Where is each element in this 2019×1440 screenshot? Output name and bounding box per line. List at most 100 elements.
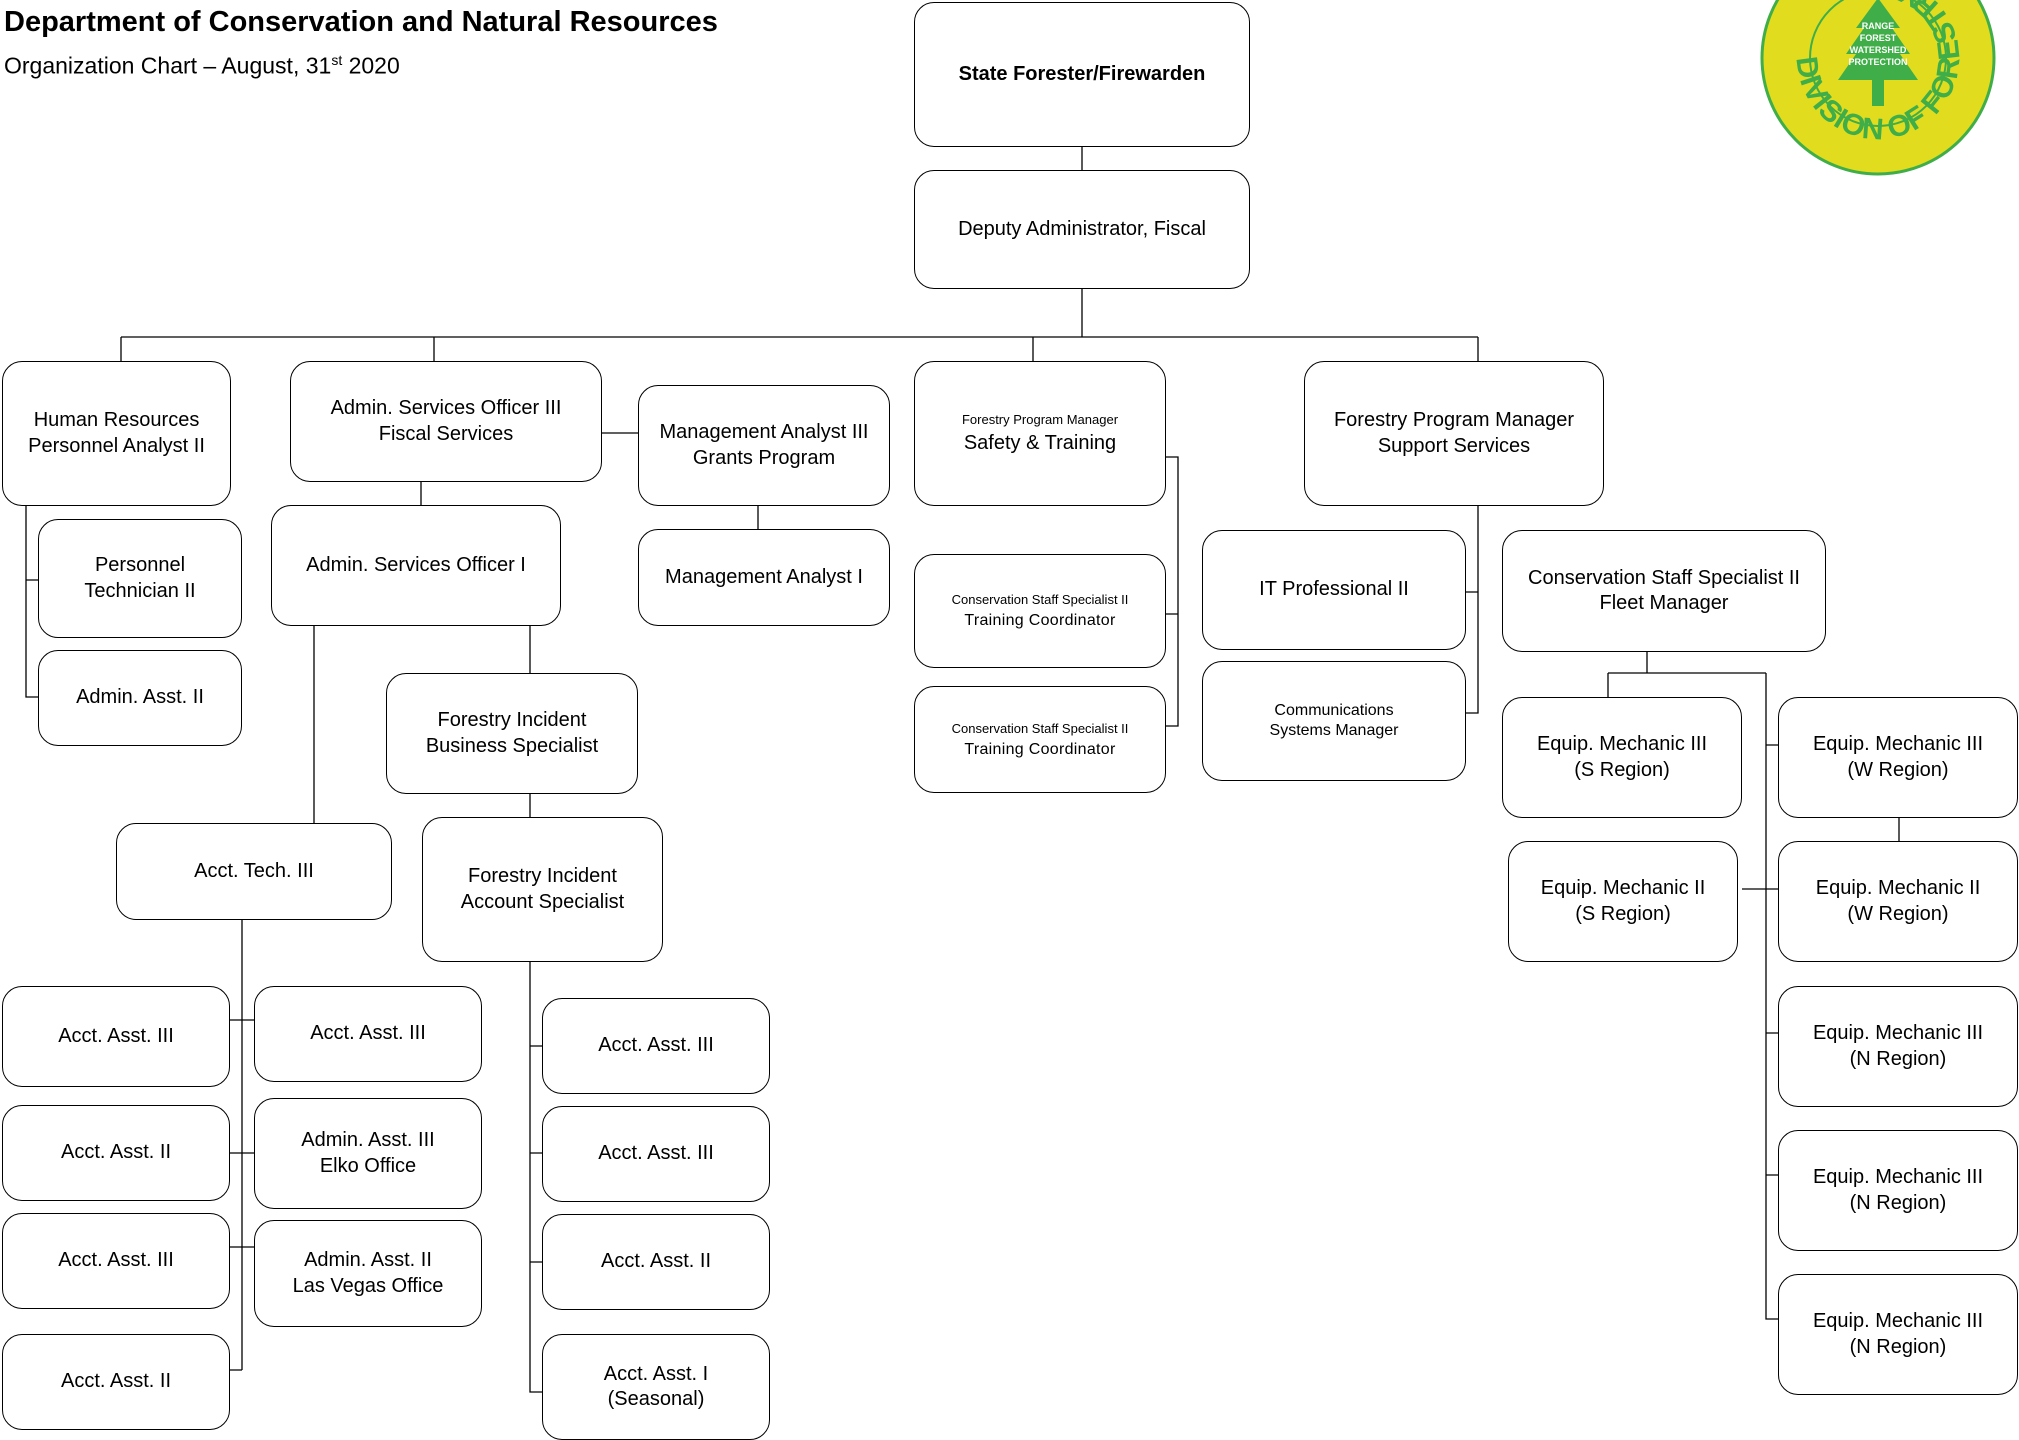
position-line1: Conservation Staff Specialist II bbox=[1528, 566, 1800, 589]
position-title: Acct. Asst. III bbox=[58, 1249, 174, 1272]
mech-n-2-box: Equip. Mechanic III (N Region) bbox=[1778, 1130, 2018, 1251]
connector-support-stack bbox=[1466, 506, 1479, 714]
acct-asst-left-1: Acct. Asst. III bbox=[2, 986, 230, 1087]
position-line2: Safety & Training bbox=[963, 432, 1117, 455]
position-line2: Account Specialist bbox=[460, 890, 625, 913]
position-line2: Business Specialist bbox=[425, 734, 599, 757]
position-line2: Support Services bbox=[1377, 434, 1531, 457]
logo-line-protection: PROTECTION bbox=[1848, 57, 1907, 67]
position-line2: (S Region) bbox=[1575, 902, 1671, 925]
position-line1: Equip. Mechanic II bbox=[1815, 877, 1981, 900]
acct-asst-fi-3: Acct. Asst. II bbox=[542, 1214, 770, 1310]
position-line2: (W Region) bbox=[1847, 758, 1949, 781]
position-line1: Admin. Asst. III bbox=[301, 1129, 435, 1152]
position-line1: Admin. Asst. II bbox=[304, 1249, 432, 1272]
subtitle-date: Organization Chart – August, 31 bbox=[4, 52, 332, 79]
position-line1: Equip. Mechanic III bbox=[1812, 1022, 1984, 1045]
position-line2: Grants Program bbox=[692, 446, 836, 469]
position-title: Acct. Asst. III bbox=[310, 1022, 426, 1045]
position-line1: Human Resources bbox=[33, 409, 200, 432]
position-line2: Personnel Analyst II bbox=[28, 434, 205, 457]
position-line2: (W Region) bbox=[1847, 902, 1949, 925]
position-title: Acct. Asst. II bbox=[60, 1141, 172, 1164]
mech-s3-box: Equip. Mechanic III (S Region) bbox=[1502, 697, 1742, 818]
connector-hr-reports bbox=[25, 506, 38, 698]
position-title: Acct. Asst. III bbox=[598, 1142, 714, 1165]
mech-n-1-box: Equip. Mechanic III (N Region) bbox=[1778, 986, 2018, 1107]
position-title: Acct. Asst. III bbox=[598, 1034, 714, 1057]
personnel-tech-box: Personnel Technician II bbox=[38, 519, 242, 638]
mech-w3-box: Equip. Mechanic III (W Region) bbox=[1778, 697, 2018, 818]
state-forester-box: State Forester/Firewarden bbox=[914, 2, 1250, 147]
position-line2: (Seasonal) bbox=[607, 1388, 705, 1410]
position-line2: Fleet Manager bbox=[1599, 592, 1729, 614]
position-line1: Equip. Mechanic II bbox=[1540, 877, 1706, 900]
position-line1: Equip. Mechanic III bbox=[1812, 733, 1984, 756]
position-title: State Forester/Firewarden bbox=[958, 62, 1206, 85]
position-line2: Technician II bbox=[84, 579, 196, 602]
admin-elko-box: Admin. Asst. III Elko Office bbox=[254, 1098, 482, 1209]
position-title: Admin. Services Officer I bbox=[306, 553, 526, 576]
logo-line-range: RANGE bbox=[1862, 21, 1895, 31]
acct-asst-fi-2: Acct. Asst. III bbox=[542, 1106, 770, 1202]
fleet-mgr-box: Conservation Staff Specialist II Fleet M… bbox=[1502, 530, 1826, 652]
chart-subtitle: Organization Chart – August, 31st 2020 bbox=[4, 52, 400, 80]
acct-asst-fi-1: Acct. Asst. III bbox=[542, 998, 770, 1094]
position-line2: Las Vegas Office bbox=[292, 1274, 444, 1297]
logo-line-forest: FOREST bbox=[1860, 33, 1897, 43]
position-line2: Fiscal Services bbox=[378, 422, 514, 445]
position-line2: (N Region) bbox=[1849, 1047, 1947, 1070]
fi-business-box: Forestry Incident Business Specialist bbox=[386, 673, 638, 794]
position-title: Admin. Asst. II bbox=[76, 686, 204, 709]
position-line1: Forestry Incident bbox=[437, 709, 587, 732]
admin-asst-hr-box: Admin. Asst. II bbox=[38, 650, 242, 746]
deputy-admin-box: Deputy Administrator, Fiscal bbox=[914, 170, 1250, 289]
position-line2: Systems Manager bbox=[1269, 722, 1399, 739]
position-line1: Equip. Mechanic III bbox=[1812, 1166, 1984, 1189]
position-line2: Training Coordinator bbox=[964, 612, 1116, 630]
training-coord-1-box: Conservation Staff Specialist II Trainin… bbox=[914, 554, 1166, 668]
position-line1: Equip. Mechanic III bbox=[1812, 1310, 1984, 1333]
position-line1: Communications bbox=[1274, 701, 1394, 719]
position-line2: Elko Office bbox=[319, 1154, 417, 1177]
position-title: Acct. Tech. III bbox=[194, 859, 314, 882]
position-line1: Admin. Services Officer III bbox=[330, 397, 562, 420]
aso1-box: Admin. Services Officer I bbox=[271, 505, 561, 626]
hr-analyst-box: Human Resources Personnel Analyst II bbox=[2, 361, 231, 506]
page-title: Department of Conservation and Natural R… bbox=[4, 6, 718, 38]
subtitle-year: 2020 bbox=[342, 52, 400, 79]
position-line2: Training Coordinator bbox=[964, 740, 1116, 758]
acct-asst-left-2: Acct. Asst. II bbox=[2, 1105, 230, 1201]
admin-lv-box: Admin. Asst. II Las Vegas Office bbox=[254, 1220, 482, 1327]
aso3-box: Admin. Services Officer III Fiscal Servi… bbox=[290, 361, 602, 482]
mech-s2-box: Equip. Mechanic II (S Region) bbox=[1508, 841, 1738, 962]
position-line1: Equip. Mechanic III bbox=[1536, 733, 1708, 756]
position-line2: (S Region) bbox=[1574, 758, 1670, 781]
training-coord-2-box: Conservation Staff Specialist II Trainin… bbox=[914, 686, 1166, 793]
comm-mgr-box: Communications Systems Manager bbox=[1202, 661, 1466, 781]
position-title: Management Analyst I bbox=[665, 565, 863, 588]
mech-w2-box: Equip. Mechanic II (W Region) bbox=[1778, 841, 2018, 962]
subtitle-superscript: st bbox=[331, 52, 343, 68]
connector-tech-accts bbox=[230, 920, 254, 1371]
mgmt-analyst3-box: Management Analyst III Grants Program bbox=[638, 385, 890, 506]
position-title: Acct. Asst. III bbox=[58, 1024, 174, 1047]
fpm-support-box: Forestry Program Manager Support Service… bbox=[1304, 361, 1604, 506]
position-title: IT Professional II bbox=[1259, 578, 1409, 601]
position-line1: Forestry Program Manager bbox=[961, 412, 1119, 428]
logo-line-watershed: WATERSHED bbox=[1850, 45, 1907, 55]
position-line1: Conservation Staff Specialist II bbox=[951, 592, 1129, 608]
acct-tech3-box: Acct. Tech. III bbox=[116, 823, 392, 920]
mech-n-3-box: Equip. Mechanic III (N Region) bbox=[1778, 1274, 2018, 1395]
position-title: Acct. Asst. II bbox=[600, 1250, 712, 1273]
acct-asst-seasonal: Acct. Asst. I (Seasonal) bbox=[542, 1334, 770, 1440]
position-line1: Conservation Staff Specialist II bbox=[951, 720, 1129, 736]
position-title: Acct. Asst. II bbox=[60, 1370, 172, 1393]
fi-account-box: Forestry Incident Account Specialist bbox=[422, 817, 663, 962]
position-line1: Forestry Incident bbox=[468, 865, 617, 888]
connector-fia-accts bbox=[529, 962, 542, 1393]
position-line1: Personnel bbox=[94, 554, 186, 577]
connector-safety-coords bbox=[1166, 456, 1179, 727]
it-pro-box: IT Professional II bbox=[1202, 530, 1466, 650]
